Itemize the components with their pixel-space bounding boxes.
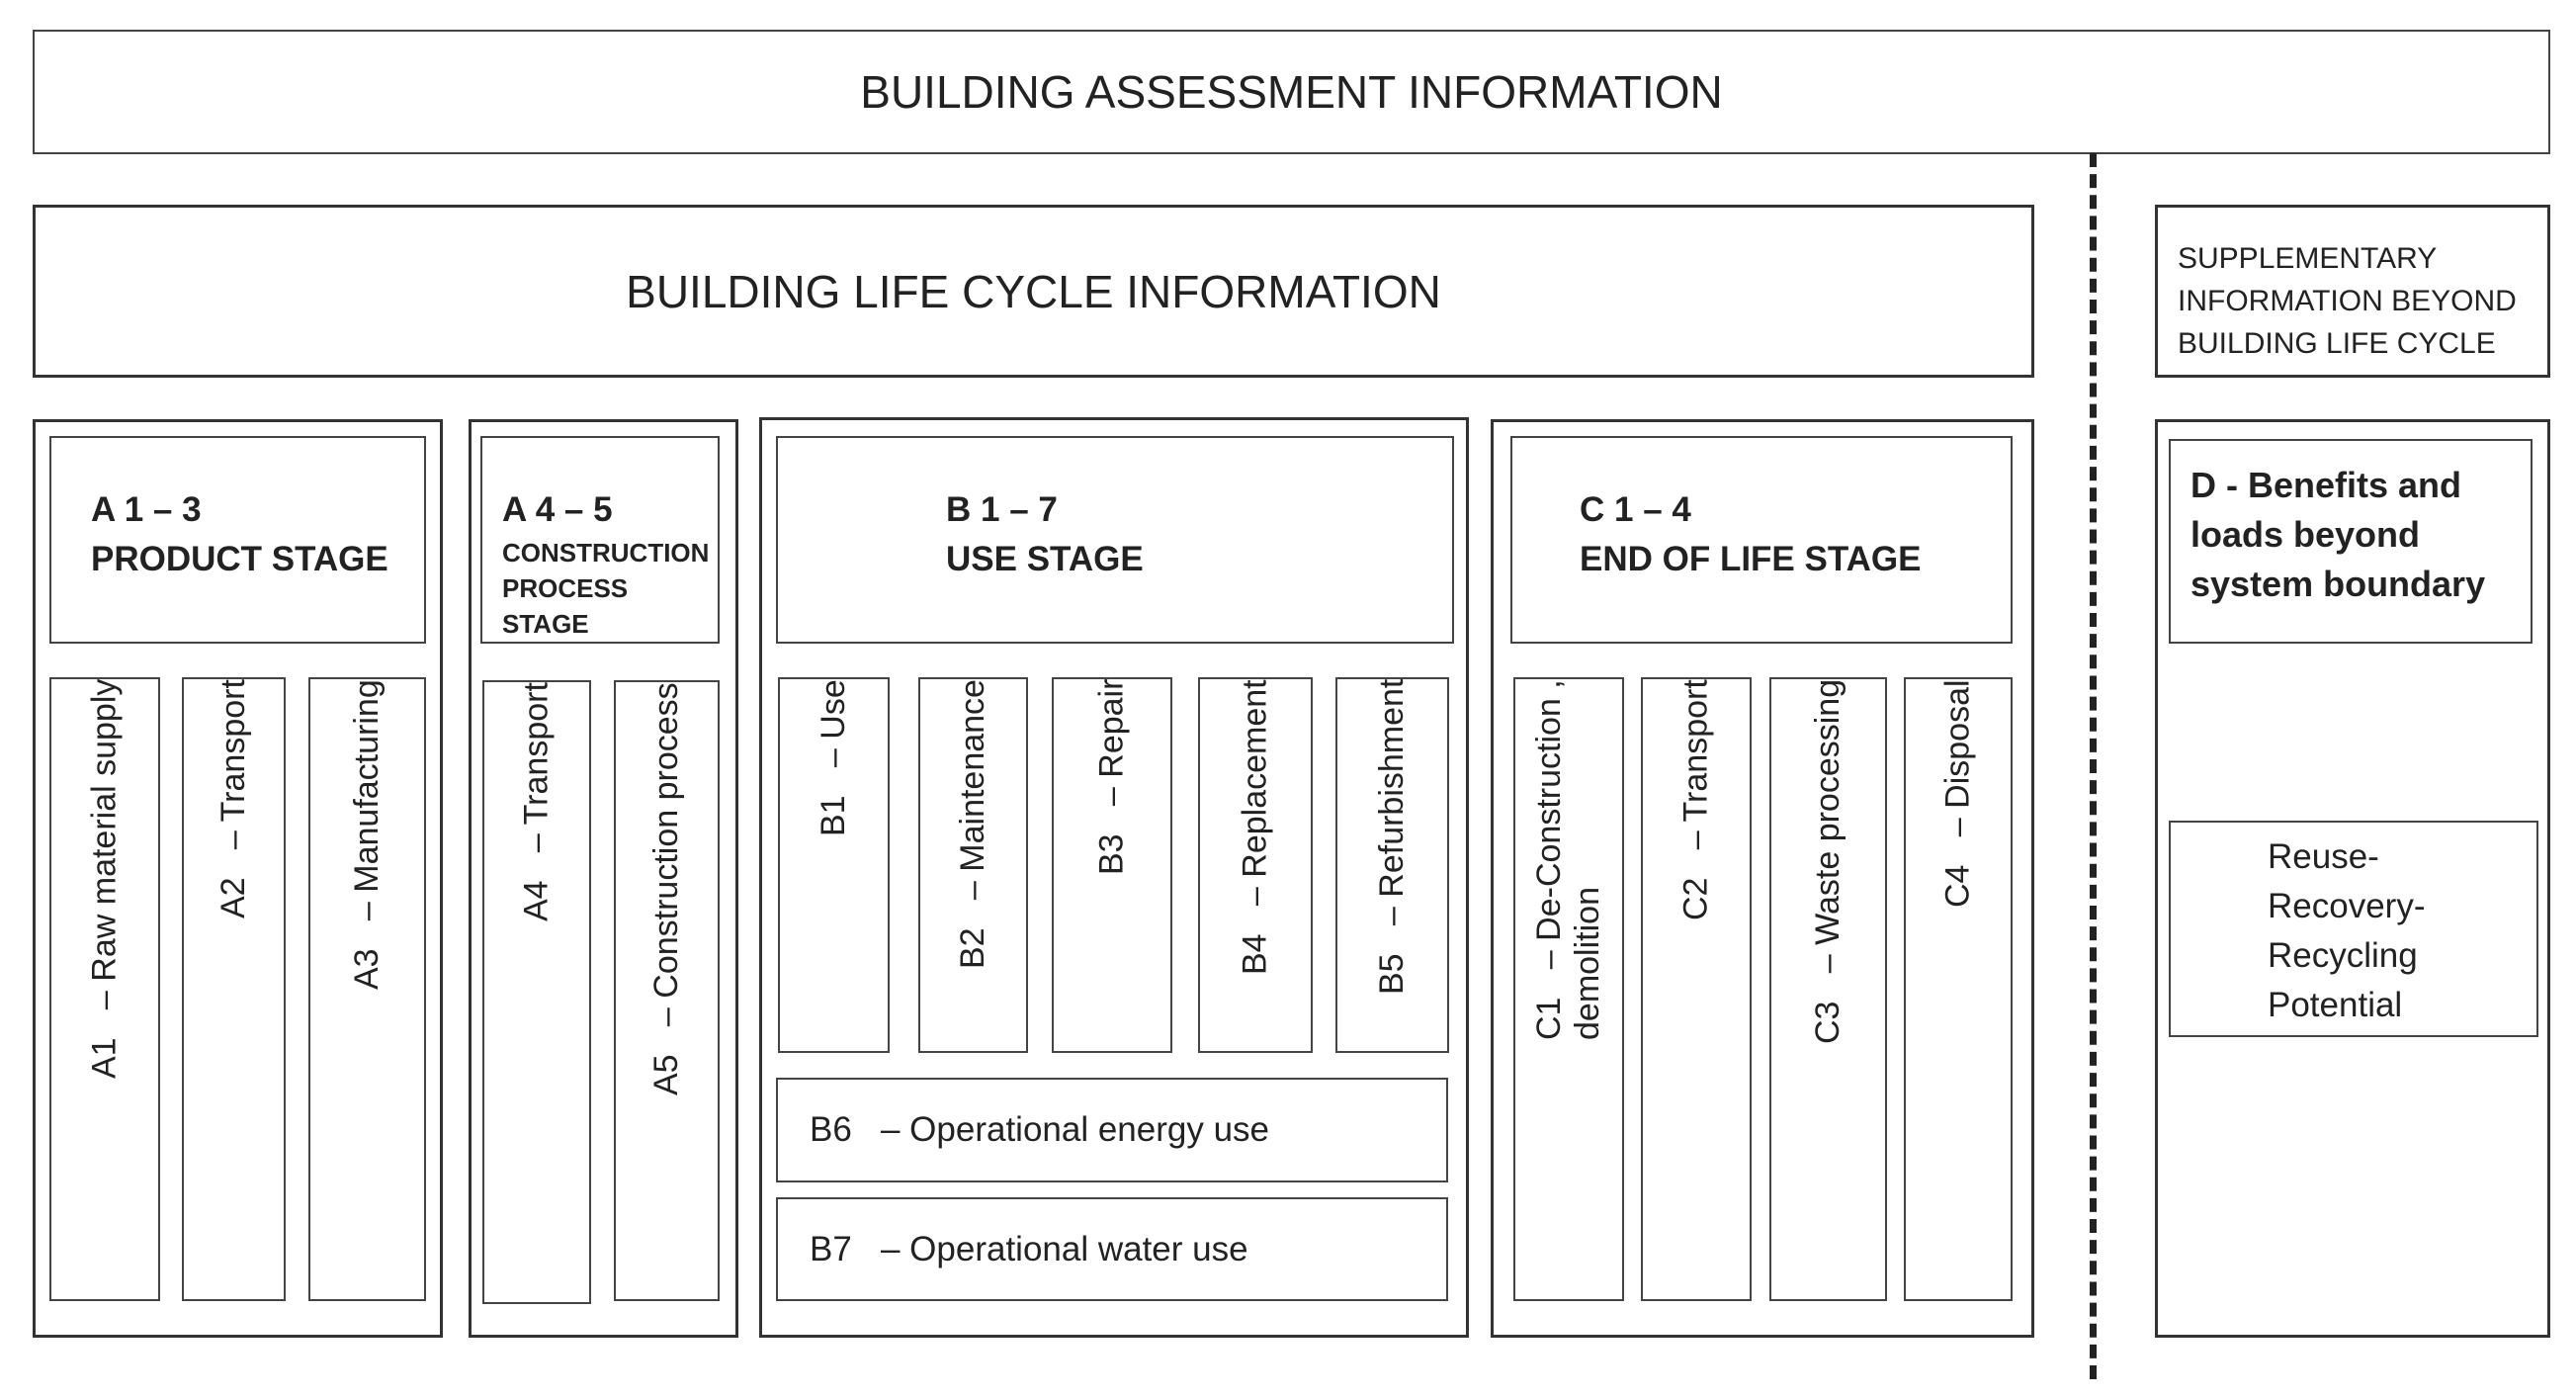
potential-line: Recovery-	[2268, 887, 2426, 925]
module-label: A4 – Transport	[517, 682, 556, 921]
building-lifecycle-box: BUILDING LIFE CYCLE INFORMATION	[33, 205, 2034, 378]
module-label: B7 – Operational water use	[810, 1229, 1248, 1268]
module-label: B2 – Maintenance	[954, 679, 991, 969]
stage-name: PROCESS STAGE	[502, 573, 629, 639]
potential-line: Potential	[2268, 986, 2403, 1024]
module-b1: B1 – Use	[778, 677, 890, 1053]
stage-name: USE STAGE	[946, 540, 1144, 578]
use-stage-header: B 1 – 7 USE STAGE	[776, 436, 1454, 644]
building-assessment-box: BUILDING ASSESSMENT INFORMATION	[33, 30, 2550, 154]
module-a2: A2 – Transport	[182, 677, 286, 1301]
potential-line: Reuse-	[2268, 837, 2379, 876]
module-d-line: loads beyond	[2190, 514, 2421, 555]
product-stage-panel	[33, 419, 443, 1338]
stage-name: CONSTRUCTION	[502, 538, 710, 568]
assessment-title: BUILDING ASSESSMENT INFORMATION	[860, 66, 1723, 118]
construction-stage-panel	[469, 419, 738, 1338]
module-d-line: D - Benefits and	[2190, 465, 2462, 505]
stage-code: A 4 – 5	[502, 490, 613, 529]
stage-code: A 1 – 3	[91, 490, 202, 529]
module-a1: A1 – Raw material supply	[49, 677, 160, 1301]
module-label: C3 – Waste processing	[1809, 679, 1846, 1045]
end-of-life-stage-header: C 1 – 4 END OF LIFE STAGE	[1510, 436, 2013, 644]
module-b2: B2 – Maintenance	[918, 677, 1028, 1053]
module-c3: C3 – Waste processing	[1769, 677, 1887, 1301]
module-label: B3 – Repair	[1092, 679, 1131, 876]
supplementary-line: INFORMATION BEYOND	[2178, 285, 2517, 317]
module-label: A1 – Raw material supply	[85, 679, 124, 1080]
stage-name: END OF LIFE STAGE	[1580, 540, 1922, 578]
module-b7: B7 – Operational water use	[776, 1197, 1448, 1301]
reuse-recovery-recycling-box: Reuse- Recovery- Recycling Potential	[2169, 821, 2538, 1037]
supplementary-line: SUPPLEMENTARY	[2178, 242, 2438, 275]
module-b5: B5 – Refurbishment	[1335, 677, 1449, 1053]
module-d-header: D - Benefits and loads beyond system bou…	[2169, 439, 2533, 644]
module-label: C4 – Disposal	[1938, 679, 1977, 908]
use-stage-panel	[759, 417, 1469, 1338]
module-b3: B3 – Repair	[1052, 677, 1172, 1053]
module-label: A3 – Manufacturing	[348, 679, 386, 990]
module-label: B4 – Replacement	[1236, 679, 1274, 975]
module-label: A5 – Construction process	[647, 682, 685, 1095]
product-stage-header: A 1 – 3 PRODUCT STAGE	[49, 436, 426, 644]
module-label: B5 – Refurbishment	[1373, 679, 1411, 996]
supplementary-box: SUPPLEMENTARY INFORMATION BEYOND BUILDIN…	[2155, 205, 2550, 378]
module-b6: B6 – Operational energy use	[776, 1078, 1448, 1182]
module-a3: A3 – Manufacturing	[308, 677, 426, 1301]
supplementary-line: BUILDING LIFE CYCLE	[2178, 327, 2496, 360]
module-a4: A4 – Transport	[482, 680, 591, 1304]
module-label: C1 – De-Construction , demolition	[1530, 679, 1607, 1040]
system-boundary-dashed-line	[2090, 153, 2097, 1379]
supplementary-panel	[2155, 419, 2550, 1338]
stage-code: B 1 – 7	[946, 490, 1058, 529]
module-b4: B4 – Replacement	[1198, 677, 1313, 1053]
end-of-life-stage-panel	[1491, 419, 2034, 1338]
construction-stage-header: A 4 – 5 CONSTRUCTION PROCESS STAGE	[480, 436, 720, 644]
module-c2: C2 – Transport	[1641, 677, 1752, 1301]
module-d-line: system boundary	[2190, 564, 2486, 604]
module-label: B6 – Operational energy use	[810, 1110, 1270, 1149]
module-label-line1: C1 – De-Construction ,	[1530, 679, 1568, 1040]
lifecycle-title: BUILDING LIFE CYCLE INFORMATION	[626, 265, 1441, 317]
module-label-line2: demolition	[1569, 886, 1606, 1040]
module-a5: A5 – Construction process	[614, 680, 720, 1301]
module-label: B1 – Use	[815, 679, 852, 836]
module-c1: C1 – De-Construction , demolition	[1513, 677, 1624, 1301]
module-label: C2 – Transport	[1676, 679, 1715, 920]
module-label: A2 – Transport	[215, 679, 252, 918]
potential-line: Recycling	[2268, 936, 2418, 975]
module-c4: C4 – Disposal	[1904, 677, 2013, 1301]
stage-code: C 1 – 4	[1580, 490, 1691, 529]
stage-name: PRODUCT STAGE	[91, 540, 388, 578]
